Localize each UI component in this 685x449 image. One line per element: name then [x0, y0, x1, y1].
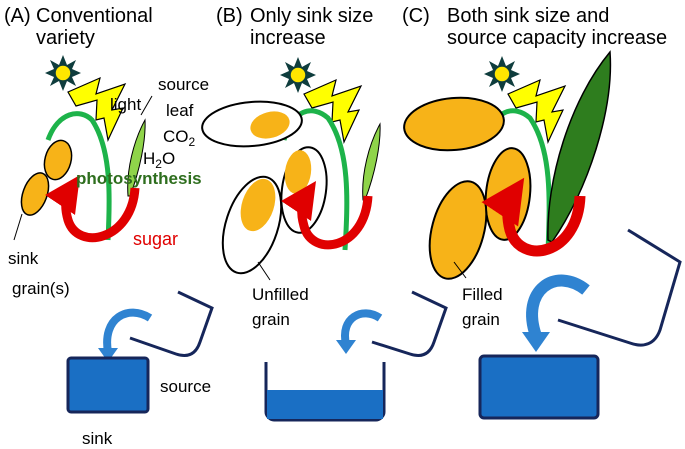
photosynthesis-label: photosynthesis [76, 169, 202, 188]
lightning-icon [507, 78, 567, 144]
sink-grain-label: sink grain(s) [8, 249, 70, 298]
sun-icon [280, 57, 316, 93]
flow-arrowhead [522, 332, 550, 352]
panel-a-title: (A) Conventional variety [4, 5, 158, 49]
sink-vessel [478, 354, 600, 420]
lightning-icon [303, 78, 363, 144]
lightning-icon [67, 76, 127, 142]
flow-arrow [341, 309, 383, 345]
flow-arrow [526, 274, 590, 338]
source-vessel [557, 228, 682, 347]
sugar-arrow [281, 181, 373, 250]
flow-arrowhead [98, 348, 118, 362]
filled-grain [428, 180, 488, 280]
sugar-arrow [481, 177, 586, 257]
source-leaf-label: source leaf [158, 75, 214, 120]
grain [240, 178, 276, 232]
panel-b: (B) Only sink size increase Unfilled gra… [201, 5, 448, 422]
grain-pointer [13, 213, 23, 241]
h2o-label: H2O [143, 149, 175, 171]
grain [250, 111, 290, 139]
source-vessel [129, 290, 214, 357]
panel-c-title: (C) Both sink size and source capacity i… [402, 5, 667, 49]
unfilled-grain-label: Unfilled grain [252, 285, 313, 329]
stem [45, 111, 112, 241]
co2-label: CO2 [163, 127, 196, 149]
source-vessel [371, 290, 448, 357]
flow-arrow [103, 308, 153, 353]
sink-vessel [66, 356, 150, 414]
panel-a: (A) Conventional variety light source le… [4, 5, 214, 448]
grain-pointer [453, 261, 467, 279]
panel-c: (C) Both sink size and source capacity i… [402, 5, 682, 420]
sun-icon [45, 55, 81, 91]
source-label: source [160, 377, 211, 396]
flow-arrowhead [336, 340, 356, 354]
sun-icon [484, 56, 520, 92]
sink-label: sink [82, 429, 113, 448]
sugar-label: sugar [133, 229, 178, 249]
source-leaf [362, 122, 381, 201]
panel-b-title: (B) Only sink size increase [216, 5, 379, 49]
light-label: light [110, 95, 141, 114]
grain-pointer [257, 261, 271, 281]
filled-grain [403, 96, 505, 152]
leaf-pointer [140, 95, 153, 116]
sink-vessel-outline [264, 362, 386, 422]
filled-grain-label: Filled grain [462, 285, 507, 329]
sink-water [267, 390, 383, 419]
sugar-arrow [45, 175, 140, 242]
source-leaf [127, 118, 146, 197]
